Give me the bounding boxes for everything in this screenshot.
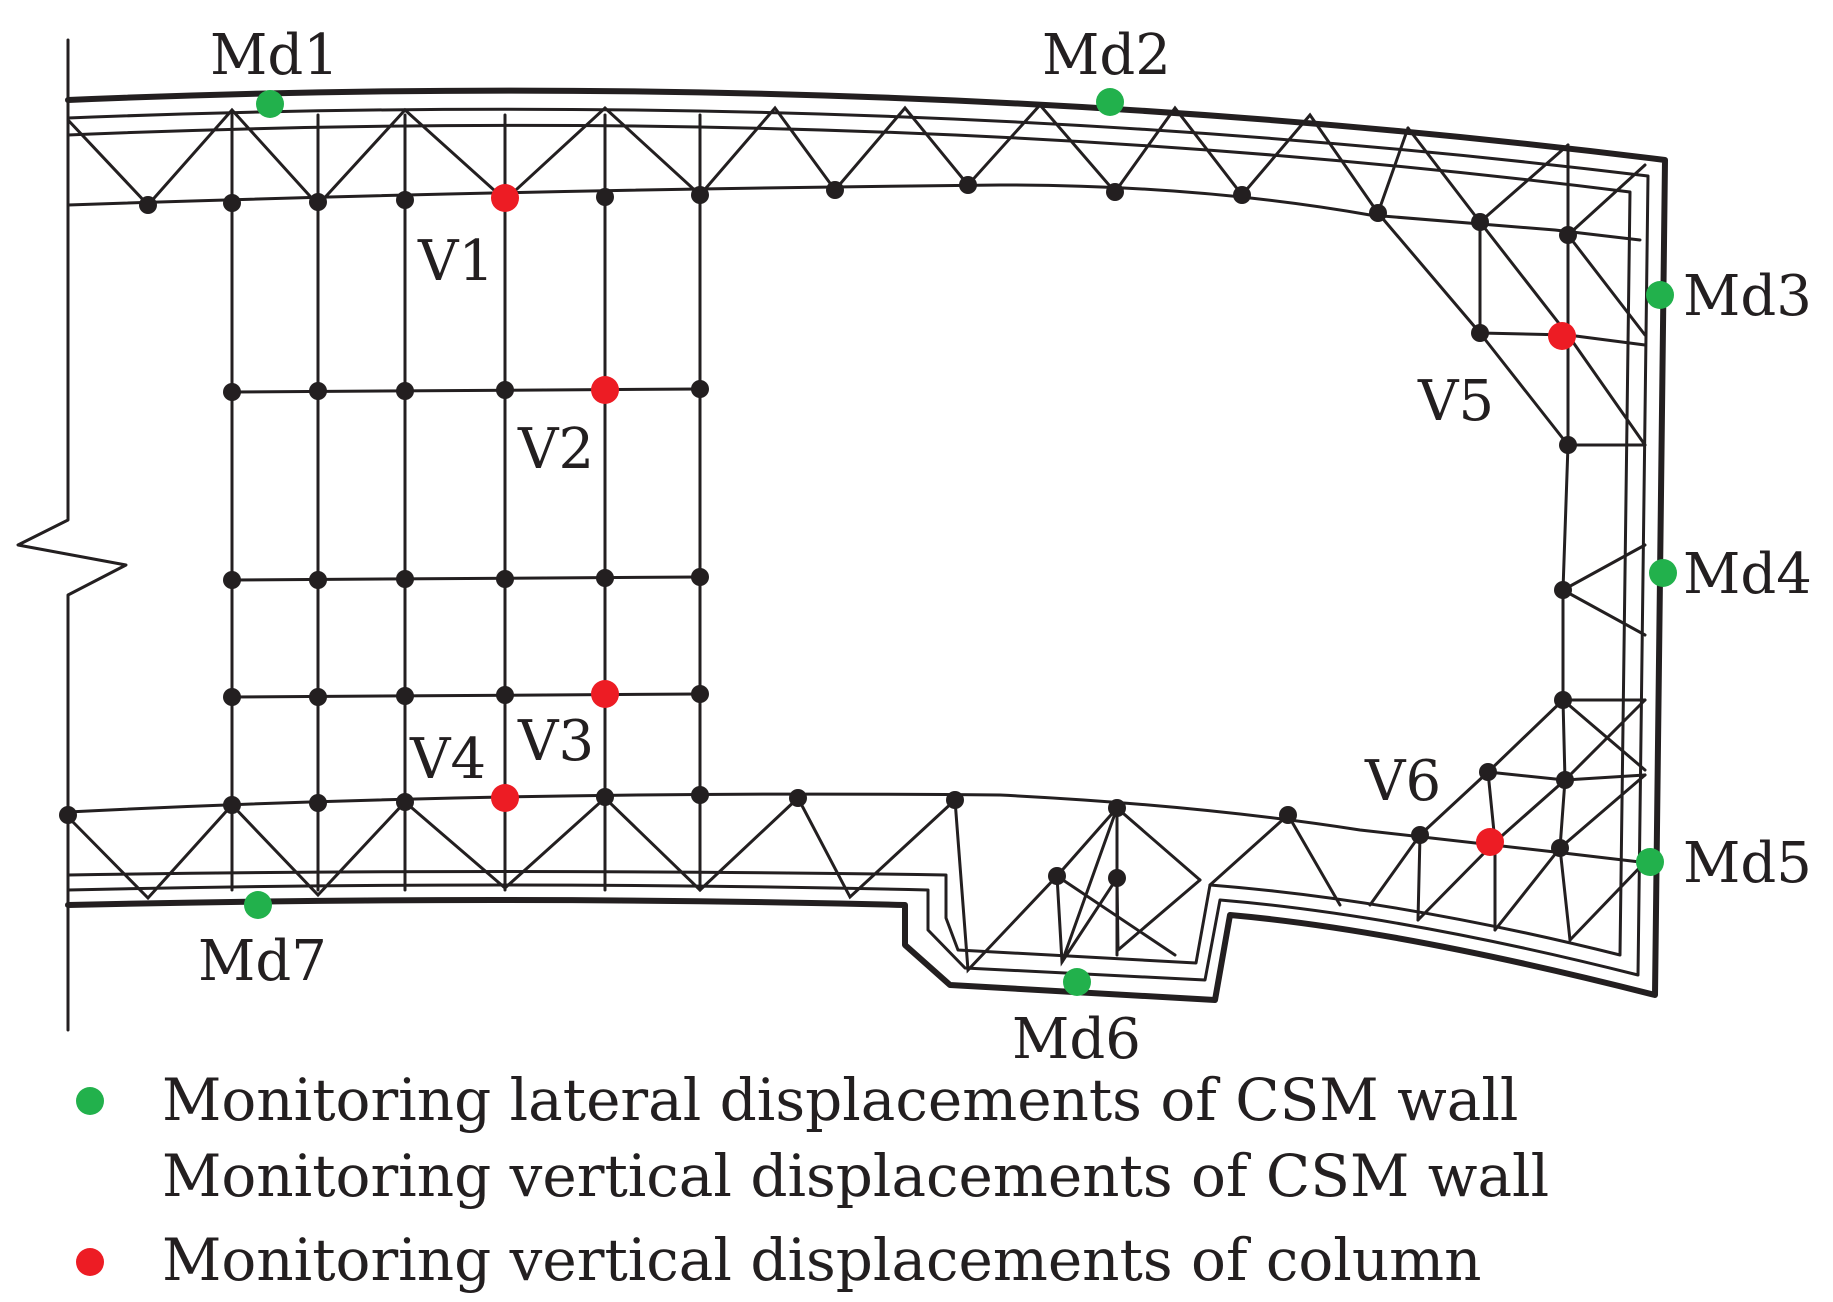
legend-green-dot bbox=[76, 1087, 104, 1115]
md1-marker bbox=[256, 90, 284, 118]
md6-label: Md6 bbox=[1012, 1007, 1141, 1072]
v2-label: V2 bbox=[517, 417, 594, 482]
md2-label: Md2 bbox=[1042, 23, 1171, 88]
wall-inner-line-2 bbox=[66, 123, 1632, 965]
v4-marker bbox=[491, 784, 519, 812]
legend-red-dot bbox=[76, 1248, 104, 1276]
point-labels: Md1 Md2 Md3 Md4 Md5 Md6 Md7 V1 V2 V3 V4 … bbox=[198, 23, 1812, 1072]
legend-item-column: Monitoring vertical displacements of col… bbox=[162, 1226, 1482, 1294]
wall-outer-line bbox=[65, 87, 1668, 1003]
support-grid bbox=[66, 102, 1647, 974]
v5-marker bbox=[1548, 322, 1576, 350]
md3-label: Md3 bbox=[1683, 264, 1812, 329]
md6-marker bbox=[1063, 968, 1091, 996]
md4-marker bbox=[1649, 559, 1677, 587]
md4-label: Md4 bbox=[1683, 542, 1812, 607]
v5-label: V5 bbox=[1417, 369, 1494, 434]
v2-marker bbox=[591, 376, 619, 404]
md7-label: Md7 bbox=[198, 929, 327, 994]
md7-marker bbox=[244, 891, 272, 919]
v1-marker bbox=[491, 184, 519, 212]
v1-label: V1 bbox=[417, 229, 494, 294]
legend: Monitoring lateral displacements of CSM … bbox=[76, 1066, 1549, 1294]
md5-label: Md5 bbox=[1683, 831, 1812, 896]
v3-label: V3 bbox=[517, 709, 594, 774]
column-nodes bbox=[59, 176, 1577, 887]
legend-item-lateral: Monitoring lateral displacements of CSM … bbox=[162, 1066, 1518, 1134]
v4-label: V4 bbox=[409, 727, 486, 792]
v6-label: V6 bbox=[1364, 749, 1441, 814]
lateral-monitoring-points bbox=[244, 88, 1677, 996]
md1-label: Md1 bbox=[210, 23, 339, 88]
v6-marker bbox=[1476, 828, 1504, 856]
bracing-chord-top bbox=[66, 183, 1642, 242]
wall-inner-line bbox=[66, 107, 1650, 982]
md3-marker bbox=[1646, 281, 1674, 309]
md5-marker bbox=[1636, 848, 1664, 876]
v3-marker bbox=[591, 680, 619, 708]
md2-marker bbox=[1096, 88, 1124, 116]
column-monitoring-points bbox=[491, 184, 1576, 856]
left-cut-edge bbox=[16, 38, 128, 1032]
legend-item-wall-vertical: Monitoring vertical displacements of CSM… bbox=[162, 1142, 1549, 1210]
